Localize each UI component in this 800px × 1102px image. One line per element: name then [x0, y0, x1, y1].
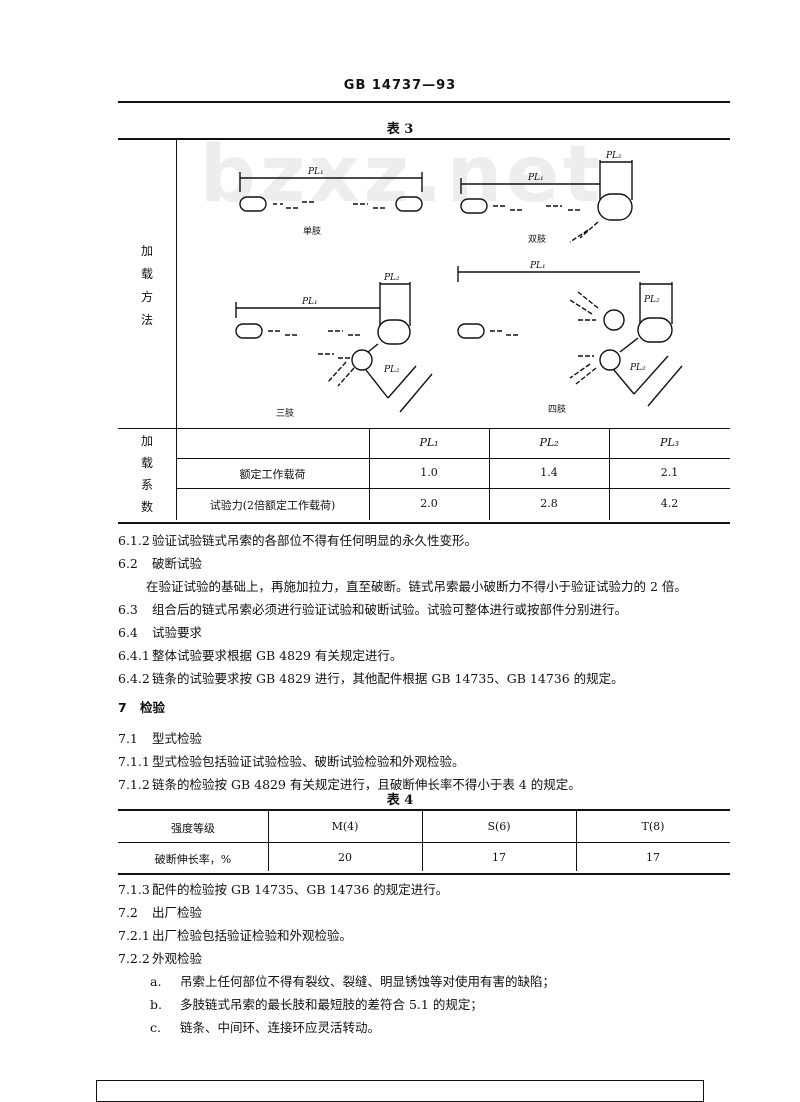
test-pl3: 4.2: [660, 497, 679, 510]
table3-divider: [489, 428, 490, 520]
test-pl1: 2.0: [420, 497, 438, 510]
double-caption: 双肢: [528, 233, 546, 245]
quad-caption: 四肢: [548, 403, 566, 415]
table3-divider: [369, 428, 370, 520]
t4-h-grade: 强度等级: [171, 822, 215, 835]
table3-rule: [176, 458, 730, 459]
table4-divider: [422, 811, 423, 871]
header-rule: [118, 101, 730, 103]
table3-divider: [176, 140, 177, 520]
t4-r-t8: 17: [646, 851, 660, 864]
list-item: a.吊索上任何部位不得有裂纹、裂缝、明显锈蚀等对使用有害的缺陷；: [150, 974, 556, 989]
coef-label: 加载系数: [140, 434, 153, 514]
table4-rule: [118, 842, 730, 843]
table3-rule: [176, 488, 730, 489]
t4-h-t8: T(8): [641, 820, 665, 833]
rated-pl1: 1.0: [420, 466, 438, 479]
quad-pl2-label: PL₂: [643, 295, 660, 305]
triple-pl1-label: PL₁: [301, 297, 318, 307]
quad-pl1-label: PL₁: [529, 261, 546, 271]
page-header: GB 14737—93: [343, 78, 457, 93]
rated-pl3: 2.1: [660, 466, 679, 479]
col-pl3: PL₃: [659, 436, 680, 449]
table3-caption: 表 3: [386, 122, 414, 137]
test-pl2: 2.8: [540, 497, 558, 510]
triple-caption: 三肢: [276, 407, 294, 419]
col-pl1: PL₁: [419, 436, 439, 449]
table4: 强度等级 M(4) S(6) T(8) 破断伸长率，% 20 17 17: [118, 809, 730, 875]
table4-divider: [268, 811, 269, 871]
table3: 加载方法 加载系数: [118, 138, 730, 524]
method-label: 加载方法: [140, 244, 153, 327]
table4-caption: 表 4: [386, 793, 414, 808]
list-item: c.链条、中间环、连接环应灵活转动。: [150, 1020, 381, 1035]
table4-divider: [576, 811, 577, 871]
single-leg-diagram: [239, 172, 423, 212]
single-pl1-label: PL₁: [307, 167, 324, 177]
col-pl2: PL₂: [539, 436, 559, 449]
double-leg-diagram: [460, 160, 633, 243]
double-pl2-label: PL₂: [605, 151, 622, 161]
t4-h-m4: M(4): [331, 820, 359, 833]
t4-r-s6: 17: [492, 851, 506, 864]
watermark: bzxz.net: [200, 130, 605, 220]
single-caption: 单肢: [303, 225, 321, 237]
table3-rule: [118, 428, 730, 429]
t4-r-m4: 20: [338, 851, 352, 864]
table3-divider: [609, 428, 610, 520]
t4-h-s6: S(6): [487, 820, 511, 833]
quad-leg-diagram: [457, 266, 683, 407]
row-test-label: 试验力(2倍额定工作载荷): [209, 499, 336, 512]
footer-frame: [96, 1080, 704, 1102]
triple-pl2-label: PL₂: [383, 273, 400, 283]
loading-method-diagrams: PL₁ 单肢 PL₁ PL₂ 双肢 PL₁ PL₂ PL₂ 三肢 PL₁ PL₂…: [235, 151, 683, 419]
row-rated-label: 额定工作载荷: [239, 468, 306, 481]
triple-pl2b-label: PL₂: [383, 365, 400, 375]
para-6-2-body: 在验证试验的基础上，再施加拉力，直至破断。链式吊索最小破断力不得小于验证试验力的…: [146, 579, 687, 594]
double-pl1-label: PL₁: [527, 173, 544, 183]
list-item: b.多肢链式吊索的最长肢和最短肢的差符合 5.1 的规定；: [150, 997, 483, 1012]
triple-leg-diagram: [235, 282, 433, 413]
t4-r-label: 破断伸长率，%: [154, 853, 232, 866]
quad-pl2b-label: PL₂: [629, 363, 646, 373]
rated-pl2: 1.4: [540, 466, 558, 479]
